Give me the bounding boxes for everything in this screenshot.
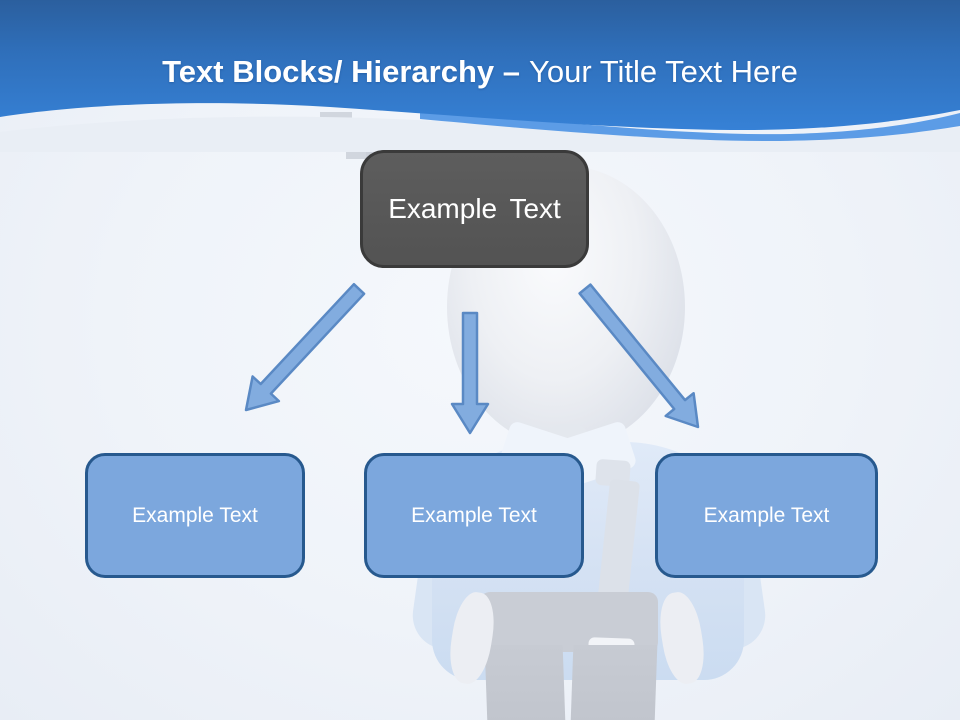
arrow-down-left <box>244 282 366 412</box>
arrow-down-right <box>578 283 700 429</box>
title-regular-text: Your Title Text Here <box>529 54 798 89</box>
child-label: Example Text <box>411 503 537 527</box>
slide-title[interactable]: Text Blocks/ Hierarchy – Your Title Text … <box>0 53 960 91</box>
child-text-block-2[interactable]: Example Text <box>364 453 584 578</box>
header-main-band <box>0 0 960 130</box>
root-label: Example Text <box>388 193 561 224</box>
figure-tie-knot <box>595 458 631 488</box>
figure-tie <box>591 478 641 658</box>
header-wave-shadow <box>0 116 960 152</box>
header-wave-band <box>0 0 960 152</box>
arrow-down <box>450 311 490 435</box>
child-label: Example Text <box>703 503 830 527</box>
title-bold-text: Text Blocks/ Hierarchy – <box>162 54 520 89</box>
figure-left-hand <box>445 589 499 687</box>
child-text-block-1[interactable]: Example Text <box>85 453 305 578</box>
figure-right-hand <box>655 589 709 687</box>
child-text-block-3[interactable]: Example Text <box>655 453 878 578</box>
figure-shirt-tail <box>587 637 635 681</box>
figure-left-leg <box>484 645 566 720</box>
child-label: Example Text <box>132 503 258 527</box>
figure-hips <box>480 592 658 652</box>
header-light-stripe <box>420 110 960 142</box>
root-text-block[interactable]: Example Text <box>360 150 589 268</box>
figure-right-leg <box>570 645 658 720</box>
